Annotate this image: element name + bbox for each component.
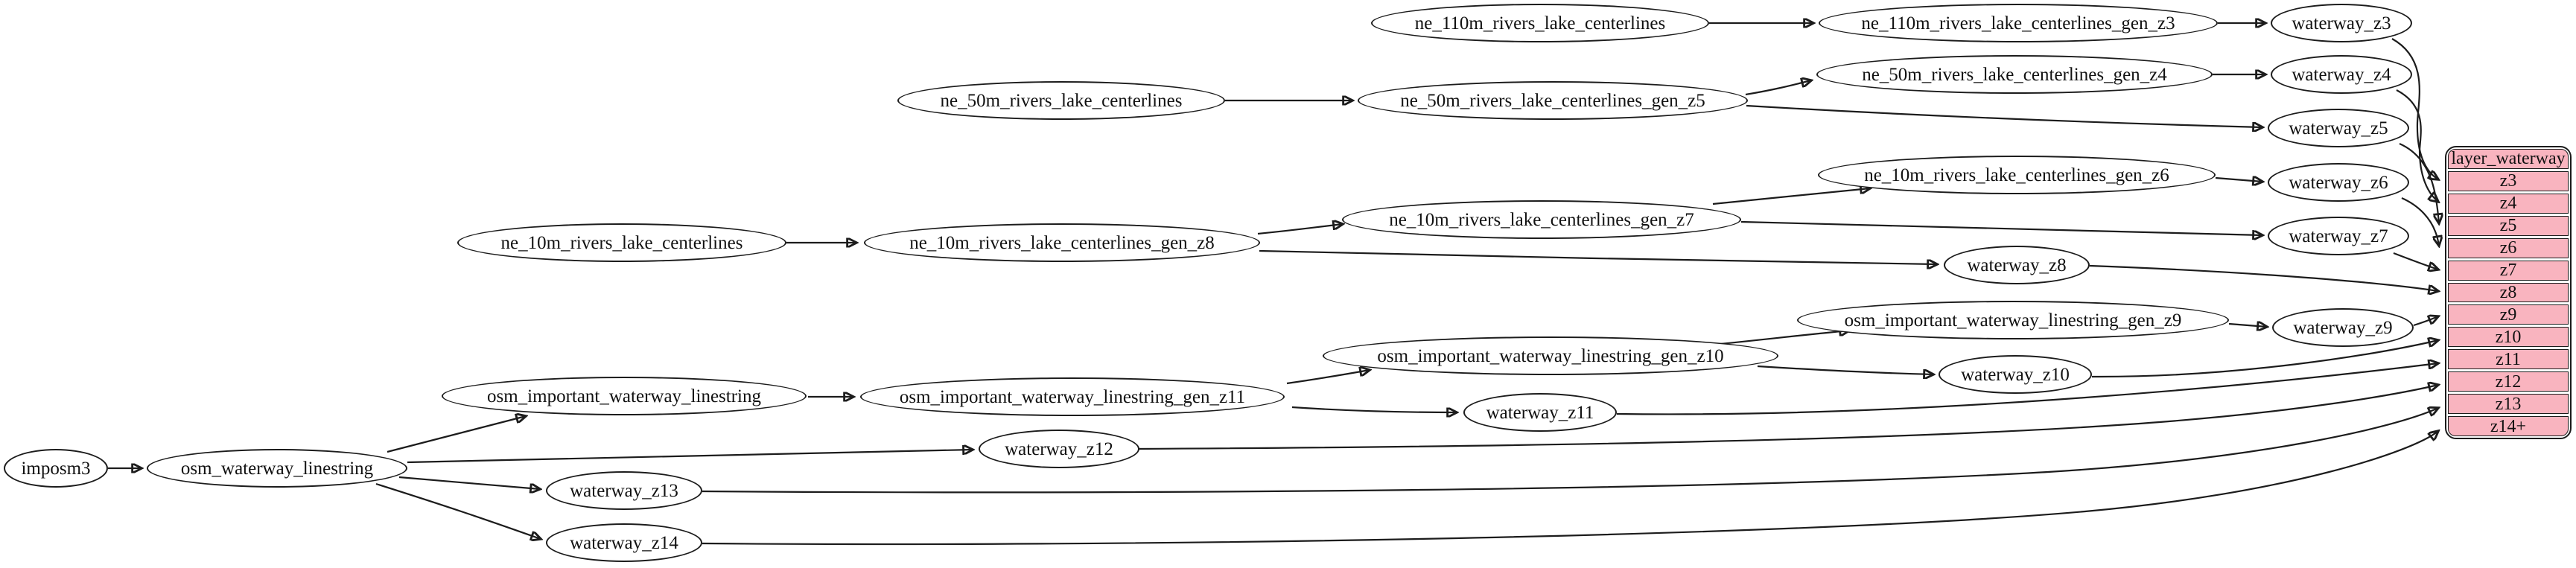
edge-waterway-z11-to-row-z11 [1616, 363, 2438, 415]
record-row-z6: z6 [2448, 237, 2569, 258]
node-waterway-z5: waterway_z5 [2268, 109, 2409, 147]
record-title: layer_waterway [2448, 149, 2569, 169]
record-layer-waterway: layer_waterway z3 z4 z5 z6 z7 z8 z9 z10 … [2445, 146, 2572, 439]
edge-gen-z6-to-waterway-z6 [2215, 178, 2262, 182]
node-ne-50m-rivers-lake-centerlines-gen-z5: ne_50m_rivers_lake_centerlines_gen_z5 [1358, 81, 1748, 120]
record-row-z14plus: z14+ [2448, 416, 2569, 436]
record-row-z8: z8 [2448, 282, 2569, 303]
node-osm-important-waterway-linestring: osm_important_waterway_linestring [442, 377, 807, 415]
node-waterway-z7: waterway_z7 [2268, 217, 2409, 255]
edge-waterway-z8-to-row-z8 [2089, 264, 2438, 291]
edge-osm-waterway-linestring-to-waterway-z12 [407, 450, 973, 464]
node-waterway-z14: waterway_z14 [546, 523, 702, 562]
node-ne-10m-rivers-lake-centerlines-gen-z6: ne_10m_rivers_lake_centerlines_gen_z6 [1818, 156, 2216, 194]
node-osm-important-waterway-linestring-gen-z10: osm_important_waterway_linestring_gen_z1… [1323, 336, 1778, 375]
node-ne-110m-rivers-lake-centerlines: ne_110m_rivers_lake_centerlines [1371, 4, 1709, 42]
record-row-z12: z12 [2448, 371, 2569, 392]
node-ne-110m-rivers-lake-centerlines-gen-z3: ne_110m_rivers_lake_centerlines_gen_z3 [1819, 4, 2218, 42]
edge-waterway-z10-to-row-z10 [2091, 340, 2438, 378]
record-row-z5: z5 [2448, 215, 2569, 236]
node-waterway-z11: waterway_z11 [1463, 393, 1617, 432]
node-waterway-z10: waterway_z10 [1939, 355, 2092, 394]
node-waterway-z8: waterway_z8 [1944, 246, 2090, 284]
record-row-z10: z10 [2448, 327, 2569, 348]
record-row-z9: z9 [2448, 304, 2569, 325]
node-imposm3: imposm3 [4, 449, 108, 488]
edge-waterway-z9-to-row-z9 [2413, 316, 2438, 327]
edge-waterway-z4-to-row-z4 [2396, 89, 2438, 202]
record-row-z4: z4 [2448, 193, 2569, 214]
edge-gen-z11-to-waterway-z11 [1291, 406, 1457, 412]
node-ne-10m-rivers-lake-centerlines-gen-z8: ne_10m_rivers_lake_centerlines_gen_z8 [864, 223, 1260, 262]
edge-osm-waterway-linestring-to-osm-important-waterway-linestring [387, 416, 526, 453]
node-osm-important-waterway-linestring-gen-z11: osm_important_waterway_linestring_gen_z1… [860, 377, 1285, 416]
edge-waterway-z5-to-row-z5 [2399, 142, 2439, 223]
edge-osm-waterway-linestring-to-waterway-z14 [375, 482, 541, 539]
node-ne-10m-rivers-lake-centerlines-gen-z7: ne_10m_rivers_lake_centerlines_gen_z7 [1342, 200, 1741, 239]
record-row-z7: z7 [2448, 260, 2569, 281]
node-waterway-z4: waterway_z4 [2271, 55, 2412, 94]
edge-waterway-z12-to-row-z12 [1133, 385, 2438, 450]
record-row-z11: z11 [2448, 349, 2569, 370]
node-ne-50m-rivers-lake-centerlines: ne_50m_rivers_lake_centerlines [897, 81, 1225, 120]
node-osm-important-waterway-linestring-gen-z9: osm_important_waterway_linestring_gen_z9 [1797, 301, 2229, 339]
edge-gen-z5-to-gen-z4 [1745, 80, 1811, 96]
node-waterway-z3: waterway_z3 [2271, 4, 2412, 42]
edge-gen-z7-to-waterway-z7 [1740, 220, 2262, 235]
node-ne-50m-rivers-lake-centerlines-gen-z4: ne_50m_rivers_lake_centerlines_gen_z4 [1816, 55, 2213, 94]
edge-gen-z10-to-gen-z9 [1720, 331, 1849, 345]
record-row-z3: z3 [2448, 170, 2569, 191]
edge-gen-z11-to-gen-z10 [1286, 370, 1370, 385]
edge-waterway-z7-to-row-z7 [2393, 252, 2438, 269]
edge-gen-z7-to-gen-z6 [1712, 188, 1870, 205]
edge-osm-waterway-linestring-to-waterway-z13 [398, 476, 540, 489]
edge-gen-z10-to-waterway-z10 [1757, 365, 1933, 374]
node-osm-waterway-linestring: osm_waterway_linestring [147, 449, 407, 488]
edge-gen-z5-to-waterway-z5 [1746, 104, 2262, 127]
record-row-z13: z13 [2448, 394, 2569, 415]
node-ne-10m-rivers-lake-centerlines: ne_10m_rivers_lake_centerlines [457, 223, 786, 262]
node-waterway-z13: waterway_z13 [546, 471, 702, 510]
edge-waterway-z14-to-row-z14plus [702, 431, 2438, 546]
edge-waterway-z3-to-row-z3 [2391, 38, 2438, 179]
edge-gen-z9-to-waterway-z9 [2228, 324, 2267, 327]
edge-gen-z8-to-gen-z7 [1257, 224, 1343, 235]
edge-waterway-z6-to-row-z6 [2401, 197, 2439, 246]
node-waterway-z12: waterway_z12 [979, 430, 1139, 468]
edge-waterway-z13-to-row-z13 [702, 408, 2438, 494]
node-waterway-z9: waterway_z9 [2272, 308, 2414, 347]
edge-gen-z8-to-waterway-z8 [1259, 249, 1937, 264]
node-waterway-z6: waterway_z6 [2268, 163, 2409, 202]
